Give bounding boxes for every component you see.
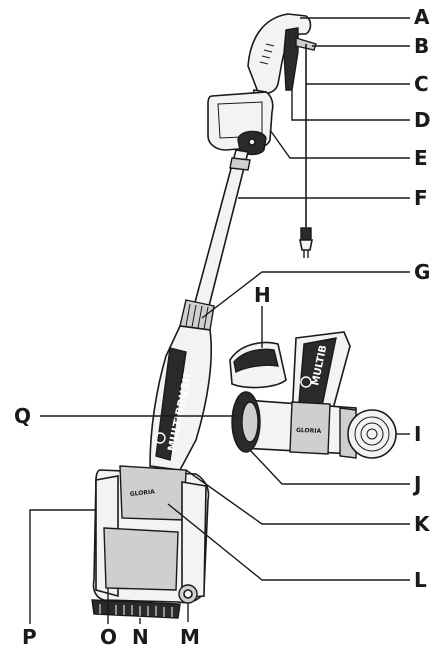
- label-e: E: [414, 146, 428, 170]
- main-logo: GLORIA: [129, 488, 155, 498]
- label-a: A: [414, 5, 430, 29]
- label-g: G: [414, 260, 430, 284]
- label-d: D: [414, 108, 431, 132]
- attachment-end-spiral-3: [366, 428, 378, 440]
- leader-j: [249, 449, 410, 485]
- label-o: O: [100, 625, 117, 648]
- attachment-body-band: [289, 401, 331, 455]
- top-handle: [247, 13, 312, 95]
- plug: [299, 227, 313, 258]
- brush-guard-right: [181, 481, 207, 599]
- main-tool: MULTIBRUSH GLORIA: [91, 13, 317, 619]
- leader-lines: [29, 17, 410, 624]
- label-n: N: [132, 625, 149, 648]
- shaft-ring: [229, 157, 251, 171]
- attachment-end-spiral-1: [354, 416, 390, 452]
- label-l: L: [414, 568, 427, 592]
- attachment-end-spiral-2: [360, 422, 384, 446]
- brush-bristles: [91, 599, 181, 619]
- shaft-logo-circle: [154, 432, 166, 444]
- label-b: B: [414, 34, 429, 58]
- lock-collar-ridges: [185, 303, 209, 330]
- attachment-brush-disk-inner: [241, 401, 259, 443]
- label-i: I: [414, 422, 421, 446]
- telescopic-shaft: [193, 149, 249, 311]
- attachment-logo: GLORIA: [296, 427, 322, 435]
- leader-e: [269, 129, 410, 159]
- label-k: K: [414, 512, 431, 536]
- label-h: H: [254, 283, 271, 307]
- lower-housing-stripe: [155, 347, 187, 461]
- attachment-cap-shade: [233, 348, 279, 374]
- clamp-screw: [248, 138, 256, 146]
- label-q: Q: [14, 404, 31, 428]
- attachment-logo-circle: [300, 376, 312, 388]
- grip-texture: [259, 43, 275, 65]
- label-f: F: [414, 186, 428, 210]
- leader-p: [29, 509, 96, 624]
- label-j: J: [412, 472, 421, 496]
- leader-l: [167, 503, 410, 581]
- leader-g: [201, 271, 410, 319]
- side-wheel-hub: [183, 589, 193, 599]
- label-c: C: [414, 72, 429, 96]
- leader-k: [185, 469, 410, 525]
- leader-d: [291, 90, 410, 121]
- part-labels: A B C D E F G H I J K L M N O P Q: [14, 5, 431, 648]
- label-p: P: [22, 625, 37, 648]
- brush-cover: [103, 527, 179, 591]
- lock-collar: [179, 299, 215, 331]
- attachment: MULTIB GLORIA: [229, 331, 397, 459]
- label-m: M: [180, 625, 200, 648]
